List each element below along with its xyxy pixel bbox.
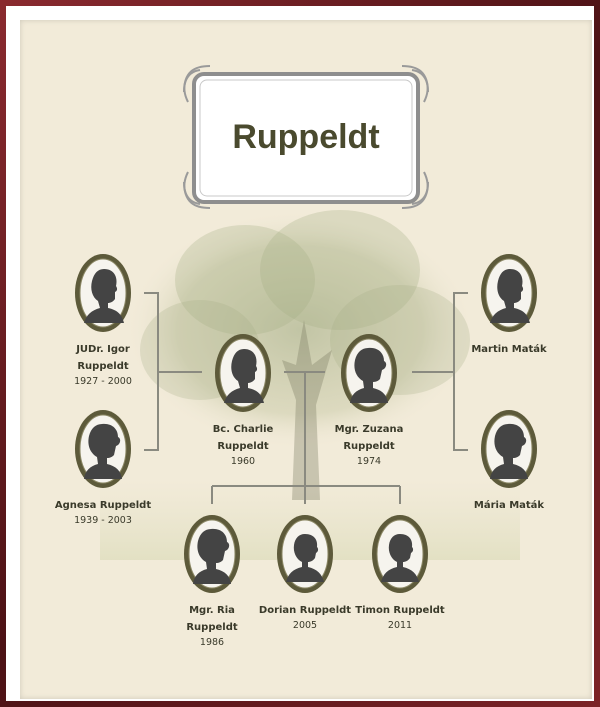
female-silhouette-icon [481,410,537,488]
person-dates: 2011 [387,620,413,631]
person-name: Mária Maták [473,500,545,511]
female-silhouette-icon [75,410,131,488]
title-plaque: Ruppeldt [180,62,432,212]
portrait-frame [276,514,334,594]
portrait-frame [74,409,132,489]
male-silhouette-icon [215,334,271,412]
person-dates: 1927 - 2000 [74,376,132,387]
person-dates: 1960 [230,456,256,467]
person-maria[interactable]: Mária Maták [449,409,569,514]
person-name: Martin Maták [471,344,547,355]
person-name: Timon Ruppeldt [355,605,445,616]
person-dates: 1974 [356,456,382,467]
boy-silhouette-icon [372,515,428,593]
person-timon[interactable]: Timon Ruppeldt 2011 [340,514,460,633]
person-name: Agnesa Ruppeldt [54,500,152,511]
person-dates: 2005 [292,620,318,631]
portrait-frame [371,514,429,594]
person-name: Dorian Ruppeldt [258,605,352,616]
person-dates: 1986 [199,637,225,648]
boy-silhouette-icon [277,515,333,593]
portrait-frame [214,333,272,413]
portrait-frame [480,409,538,489]
person-martin[interactable]: Martin Maták [449,253,569,358]
ornate-frame-icon [183,65,429,209]
person-dates: 1939 - 2003 [74,515,132,526]
family-title: Ruppeldt [232,117,380,156]
female-silhouette-icon [184,515,240,593]
portrait-frame [340,333,398,413]
female-silhouette-icon [341,334,397,412]
portrait-frame [183,514,241,594]
connector-lines [144,292,468,504]
male-silhouette-icon [481,254,537,332]
male-silhouette-icon [75,254,131,332]
portrait-frame [480,253,538,333]
person-dorian[interactable]: Dorian Ruppeldt 2005 [245,514,365,633]
portrait-frame [74,253,132,333]
person-agnesa[interactable]: Agnesa Ruppeldt 1939 - 2003 [43,409,163,528]
